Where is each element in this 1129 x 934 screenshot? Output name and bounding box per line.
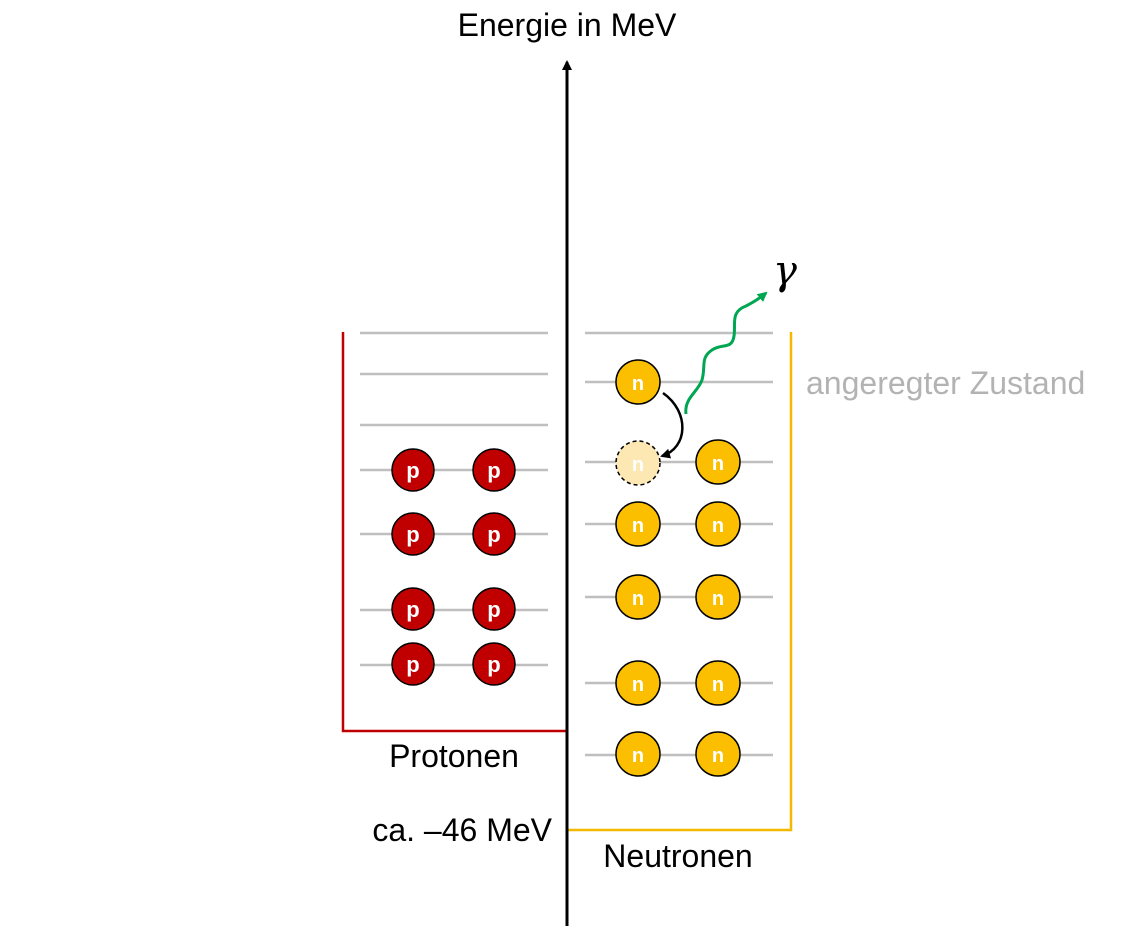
svg-text:n: n — [712, 674, 724, 696]
proton: p — [472, 448, 516, 492]
excited-neutron: n — [615, 359, 661, 405]
svg-text:n: n — [632, 515, 644, 537]
svg-text:n: n — [712, 453, 724, 475]
neutron: n — [615, 660, 661, 706]
neutron: n — [615, 731, 661, 777]
proton: p — [472, 512, 516, 556]
well-depth-label: ca. –46 MeV — [372, 812, 552, 848]
proton: p — [391, 587, 435, 631]
neutron-levels — [585, 331, 773, 757]
proton-potential-well — [341, 332, 568, 733]
svg-text:p: p — [406, 597, 419, 622]
neutron-potential-well — [568, 332, 793, 832]
neutron: n — [695, 574, 741, 620]
neutron: n — [695, 731, 741, 777]
svg-text:n: n — [712, 588, 724, 610]
neutrons-label: Neutronen — [603, 838, 752, 874]
neutron: n — [695, 660, 741, 706]
axis-label: Energie in MeV — [458, 7, 677, 43]
protons-label: Protonen — [389, 738, 519, 774]
svg-text:p: p — [406, 652, 419, 677]
svg-text:n: n — [632, 674, 644, 696]
svg-text:p: p — [487, 458, 500, 483]
svg-text:p: p — [406, 522, 419, 547]
svg-text:p: p — [487, 522, 500, 547]
transition-arrow — [660, 391, 684, 459]
svg-text:n: n — [632, 745, 644, 767]
neutron: n — [615, 574, 661, 620]
neutron: n — [695, 439, 741, 485]
svg-text:n: n — [632, 454, 644, 476]
neutron: n — [695, 501, 741, 547]
svg-text:n: n — [632, 373, 644, 395]
proton: p — [391, 512, 435, 556]
protons: p p p p p p p p — [391, 448, 516, 686]
excited-state-label: angeregter Zustand — [806, 365, 1085, 401]
proton: p — [472, 587, 516, 631]
svg-text:p: p — [487, 652, 500, 677]
gamma-symbol: γ — [773, 248, 797, 294]
proton: p — [472, 642, 516, 686]
svg-text:n: n — [632, 588, 644, 610]
neutron: n — [615, 501, 661, 547]
gamma-photon-arrow — [684, 291, 768, 415]
proton: p — [391, 642, 435, 686]
svg-text:n: n — [712, 745, 724, 767]
proton-levels — [360, 331, 548, 667]
svg-text:p: p — [406, 458, 419, 483]
svg-text:p: p — [487, 597, 500, 622]
proton: p — [391, 448, 435, 492]
svg-text:n: n — [712, 515, 724, 537]
vacant-neutron-state: n — [615, 440, 661, 486]
neutrons: n n n n n n n n n n n — [615, 359, 741, 777]
